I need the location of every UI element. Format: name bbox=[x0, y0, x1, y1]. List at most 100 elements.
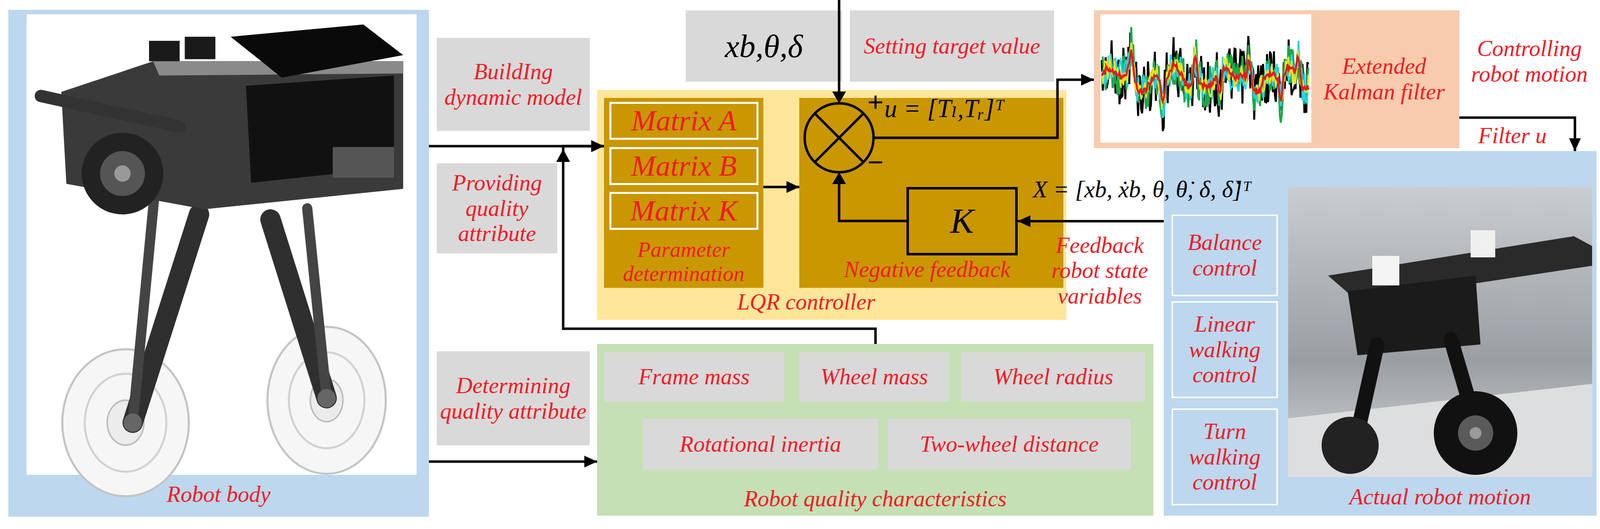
node-label: Actual robot motion bbox=[1349, 483, 1532, 510]
summing-junction bbox=[804, 103, 874, 173]
art-shape bbox=[1101, 42, 1309, 110]
text-frame: xb,θ,δ bbox=[685, 10, 843, 82]
plot-background bbox=[1100, 14, 1312, 143]
node-label: BuildIng dynamic model bbox=[438, 59, 588, 110]
node-label: xb,θ,δ bbox=[724, 28, 803, 65]
art-shape bbox=[1288, 186, 1593, 477]
art-shape bbox=[832, 91, 846, 104]
text-frame: Rotational inertia bbox=[642, 418, 878, 470]
art-shape bbox=[81, 132, 164, 215]
node-label: Providing quality attribute bbox=[438, 170, 556, 247]
art-shape bbox=[1328, 236, 1593, 302]
art-shape bbox=[84, 373, 167, 472]
text-frame: Providing quality attribute bbox=[436, 163, 558, 254]
art-shape bbox=[332, 147, 395, 178]
node-label: Wheel radius bbox=[993, 363, 1114, 390]
text-frame: BuildIng dynamic model bbox=[436, 37, 590, 131]
text-frame: Robot body bbox=[8, 474, 429, 514]
text-frame: Determining quality attribute bbox=[436, 351, 590, 446]
art-shape bbox=[270, 219, 327, 398]
node-label: Matrix A bbox=[631, 104, 737, 138]
note-box: Setting target value bbox=[849, 10, 1055, 82]
art-shape bbox=[1433, 391, 1518, 475]
attribute-box: Two-wheel distance bbox=[887, 418, 1131, 470]
connector bbox=[1057, 79, 1094, 98]
mode-box: Linear walking control bbox=[1171, 301, 1278, 398]
connector bbox=[428, 145, 604, 148]
gain-box: K bbox=[906, 186, 1018, 256]
attribute-box: Rotational inertia bbox=[642, 418, 878, 470]
art-shape bbox=[310, 378, 343, 422]
art-shape bbox=[62, 349, 189, 497]
art-shape bbox=[288, 352, 365, 449]
art-shape bbox=[132, 198, 155, 423]
node-label: Rotational inertia bbox=[679, 431, 842, 457]
signal-wire bbox=[839, 0, 1058, 221]
illustration-background bbox=[26, 14, 417, 475]
group-box: Negative feedback K bbox=[799, 97, 1064, 288]
connector bbox=[763, 185, 800, 189]
art-shape bbox=[815, 113, 864, 163]
matrix-box: Matrix A bbox=[609, 101, 759, 140]
text-frame: Wheel radius bbox=[961, 352, 1146, 402]
text-frame: Actual robot motion bbox=[1288, 479, 1593, 514]
node-label: LQR controller bbox=[737, 289, 876, 315]
art-shape bbox=[245, 75, 394, 183]
controller-box: LQR controllerParameter determination Mat… bbox=[597, 90, 1067, 320]
node-label: Parameter determination bbox=[605, 237, 762, 287]
art-shape bbox=[556, 149, 571, 162]
mode-box: Balance control bbox=[1171, 214, 1278, 297]
art-shape bbox=[1457, 415, 1494, 451]
node-label: K bbox=[950, 201, 974, 242]
attribute-box: Wheel radius bbox=[961, 352, 1146, 402]
node-label: Wheel mass bbox=[820, 363, 928, 390]
art-shape bbox=[804, 103, 874, 173]
connector bbox=[1459, 117, 1575, 151]
connector bbox=[563, 146, 876, 344]
art-shape bbox=[1101, 27, 1309, 123]
art-shape bbox=[307, 208, 327, 398]
art-shape bbox=[123, 413, 142, 432]
group-box: Parameter determination Matrix A Matrix B M… bbox=[603, 97, 764, 288]
art-shape bbox=[873, 97, 1058, 138]
art-shape bbox=[61, 60, 404, 210]
art-shape bbox=[149, 40, 180, 62]
node-label: Extended Kalman filter bbox=[1314, 53, 1454, 105]
art-shape bbox=[1101, 49, 1309, 102]
node-label: Negative feedback bbox=[844, 256, 1011, 283]
node-label: Robot quality characteristics bbox=[743, 485, 1007, 512]
art-shape bbox=[114, 165, 131, 182]
art-shape bbox=[1101, 40, 1309, 118]
note-box: Providing quality attribute bbox=[436, 163, 558, 254]
text-frame: Matrix K bbox=[611, 193, 757, 228]
text-frame: Linear walking control bbox=[1173, 302, 1277, 397]
art-shape bbox=[267, 326, 387, 474]
note-text: Filter u bbox=[1463, 121, 1562, 150]
matrix-box: Matrix K bbox=[609, 191, 759, 230]
art-shape bbox=[832, 172, 846, 184]
connector bbox=[428, 460, 598, 463]
text-frame: Turn walking control bbox=[1173, 409, 1277, 504]
text-frame: Parameter determination bbox=[603, 235, 764, 288]
note-box: BuildIng dynamic model bbox=[436, 37, 590, 131]
text-frame: Extended Kalman filter bbox=[1312, 25, 1456, 134]
text-frame: Balance control bbox=[1173, 215, 1277, 295]
art-shape bbox=[132, 214, 200, 423]
art-shape bbox=[839, 181, 907, 221]
mode-box: Turn walking control bbox=[1171, 408, 1278, 506]
node-label: Determining quality attribute bbox=[438, 372, 588, 424]
node-label: Setting target value bbox=[863, 33, 1041, 60]
signal-plot bbox=[1101, 27, 1309, 131]
connector bbox=[1017, 219, 1164, 223]
text-frame: Frame mass bbox=[603, 352, 785, 402]
node-label: Matrix K bbox=[630, 194, 738, 228]
art-shape bbox=[1347, 275, 1481, 356]
text-frame: Matrix B bbox=[611, 149, 757, 183]
art-shape bbox=[99, 150, 145, 196]
text-frame: K bbox=[908, 189, 1016, 253]
robot-photo bbox=[1288, 186, 1593, 477]
attribute-box: Frame mass bbox=[603, 352, 785, 402]
panel-box: Robot body bbox=[8, 9, 429, 517]
note-text: Controlling robot motion bbox=[1461, 12, 1598, 111]
